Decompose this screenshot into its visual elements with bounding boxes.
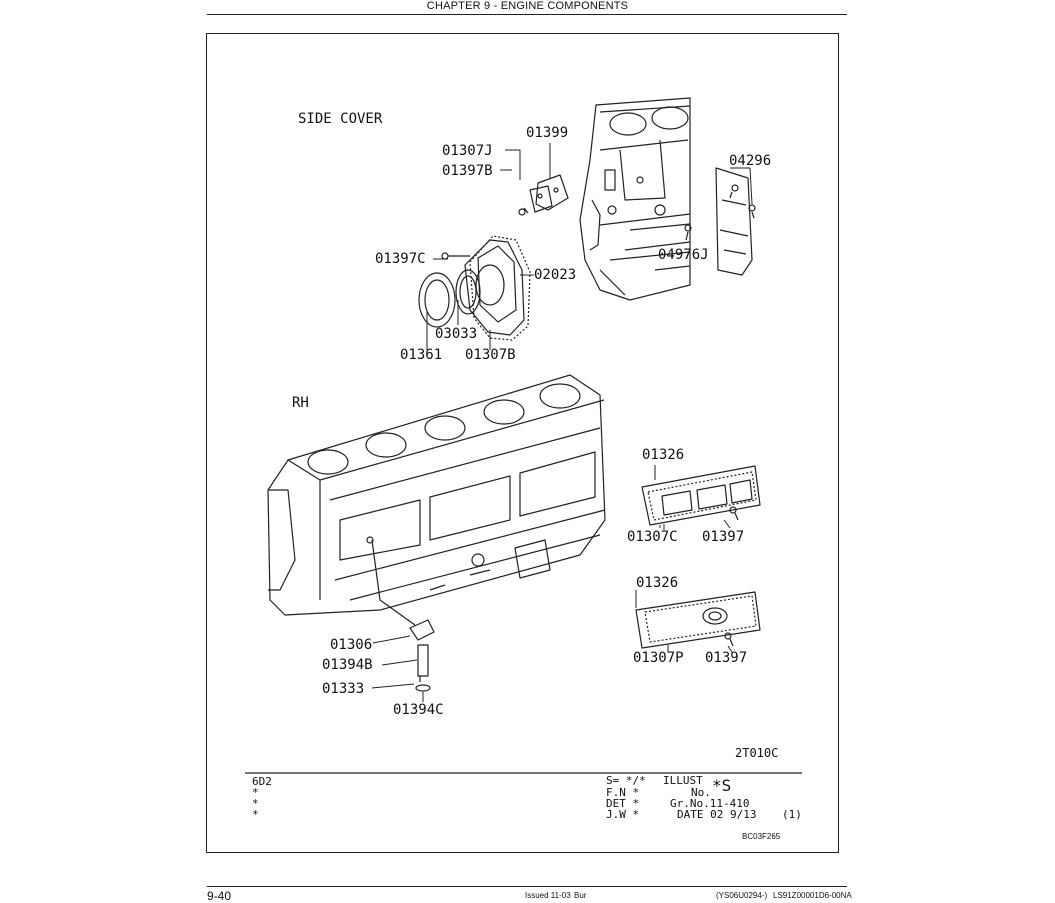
- side-cover-plate-drawing: [518, 174, 569, 216]
- part-label-04296: 04296: [729, 153, 772, 169]
- part-label-01326-lower: 01326: [636, 575, 679, 591]
- side-cover-upper-drawing: [641, 465, 761, 528]
- info-sheet: (1): [782, 808, 802, 821]
- part-label-01361: 01361: [400, 347, 443, 363]
- info-illust-value: *S: [712, 776, 732, 795]
- info-star-3: *: [252, 808, 259, 821]
- cylinder-block-drawing: [267, 374, 606, 616]
- part-label-01394c: 01394C: [393, 702, 444, 718]
- part-label-01397-upper: 01397: [702, 529, 745, 545]
- part-label-03033: 03033: [435, 326, 478, 342]
- info-gr-no: Gr.No.11-410: [670, 797, 750, 810]
- illustration-code: 2T010C: [735, 746, 779, 760]
- info-illust-no: No.: [691, 786, 711, 799]
- side-cover-lower-drawing: [635, 590, 761, 649]
- info-s-line: S= */*: [606, 774, 646, 787]
- oil-fitting-drawing: [371, 539, 435, 702]
- info-date: DATE 02 9/13: [677, 808, 757, 821]
- part-label-02023: 02023: [534, 267, 577, 283]
- reference-code: BC03F265: [742, 832, 781, 841]
- info-jw-line: J.W *: [606, 808, 640, 821]
- side-cover-title: SIDE COVER: [298, 111, 383, 127]
- part-label-04976j: 04976J: [658, 247, 709, 263]
- info-model: 6D2: [252, 775, 272, 788]
- drawing-frame: [206, 33, 839, 853]
- rh-title: RH: [292, 395, 309, 411]
- info-star-2: *: [252, 797, 259, 810]
- part-label-01397c: 01397C: [375, 251, 426, 267]
- info-star-1: *: [252, 786, 259, 799]
- part-label-01307b: 01307B: [465, 347, 516, 363]
- upper-engine-block-drawing: [579, 97, 753, 301]
- chapter-title: CHAPTER 9 - ENGINE COMPONENTS: [426, 0, 629, 12]
- part-label-01399: 01399: [526, 125, 569, 141]
- header-rule: [207, 14, 847, 15]
- footer-serial: (YS06U0294-): [716, 891, 768, 900]
- oil-seal-drawings: [418, 269, 481, 328]
- part-label-01397b: 01397B: [442, 163, 493, 179]
- footer-bur: Bur: [574, 891, 587, 900]
- info-det-line: DET *: [606, 797, 640, 810]
- footer-rule: [207, 886, 847, 887]
- part-label-01307p: 01307P: [633, 650, 684, 666]
- part-label-01333: 01333: [322, 681, 365, 697]
- side-cover-leader-lines: [426, 143, 753, 350]
- rear-cover-drawing: [441, 235, 531, 341]
- part-label-01326-upper: 01326: [642, 447, 685, 463]
- footer-doc-code: LS91Z00001D6-00NA: [773, 891, 852, 900]
- chapter-header: CHAPTER 9 - ENGINE COMPONENTS: [0, 0, 1055, 12]
- footer-issued: Issued 11-03: [525, 891, 571, 900]
- part-label-01306: 01306: [330, 637, 373, 653]
- page-number: 9-40: [207, 889, 232, 903]
- part-label-01307j: 01307J: [442, 143, 493, 159]
- bolt-drawings: [684, 184, 756, 241]
- part-label-01397-lower: 01397: [705, 650, 748, 666]
- part-label-01394b: 01394B: [322, 657, 373, 673]
- info-fn-line: F.N *: [606, 786, 640, 799]
- info-illust: ILLUST: [663, 774, 703, 787]
- part-label-01307c: 01307C: [627, 529, 678, 545]
